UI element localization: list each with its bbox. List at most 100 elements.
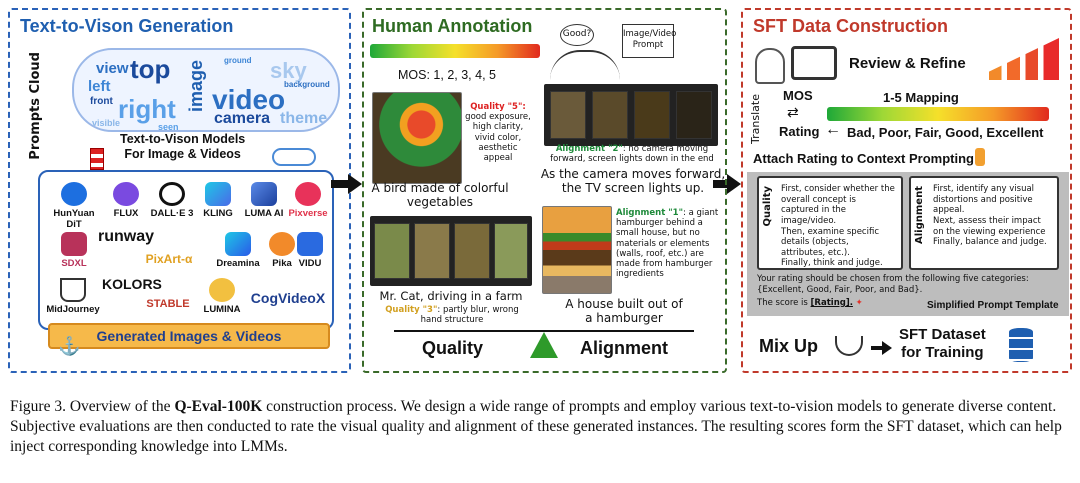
model-logo: KLING: [190, 182, 246, 219]
cloud-word: sky: [270, 58, 307, 83]
rating-label: Rating: [779, 124, 820, 139]
rating-color-bar: [827, 107, 1049, 121]
book-icon: [791, 46, 837, 80]
arrow-shaft: [713, 180, 729, 188]
scale-fulcrum-icon: [530, 332, 558, 358]
database-icon: [1009, 328, 1033, 362]
mapping-label: 1-5 Mapping: [883, 90, 959, 105]
alignment-step: Next, assess their impact on the viewing…: [933, 215, 1046, 237]
translate-label: Translate: [749, 94, 762, 144]
model-logo: Pika: [254, 232, 310, 269]
scale-label-quality: Quality: [422, 338, 484, 358]
lighthouse-icon: [90, 148, 104, 170]
arrow-shaft: [331, 180, 349, 188]
model-logo: Pixverse: [280, 182, 336, 219]
model-logo: LUMA AI: [236, 182, 292, 219]
cloud-word: video: [212, 84, 286, 115]
arrow-left-icon: ←: [825, 121, 841, 138]
cloud-word: top: [130, 54, 171, 84]
panel-text-to-vision: Text-to-Vison Generation Prompts Cloud v…: [8, 8, 351, 373]
cloud-word: ground: [224, 56, 252, 65]
alignment-1-note: Alignment "1": a giant hamburger behind …: [616, 208, 719, 280]
attach-label: Attach Rating to Context Prompting: [753, 151, 974, 166]
cloud-word: right: [118, 94, 176, 124]
quality-3-note: Quality "3": partly blur, wrong hand str…: [385, 305, 519, 326]
prompt-word-cloud: view top left right image video camera t…: [72, 48, 340, 132]
cat-video-filmstrip: [370, 216, 532, 286]
score-line: The score is [Rating]. ✦: [757, 298, 863, 308]
cloud-word: camera: [214, 110, 271, 127]
quality-step: Then, examine specific details (objects,…: [781, 226, 879, 258]
arrow-shaft: [871, 346, 883, 350]
mos-scale: MOS: 1, 2, 3, 4, 5: [398, 68, 496, 82]
prompt-sign: Image/Video Prompt: [622, 24, 676, 58]
cloud-word: image: [186, 60, 206, 113]
model-logo: runway: [98, 228, 155, 245]
cloud-word: theme: [280, 110, 328, 127]
bar-growth-icon: [989, 38, 1059, 80]
levels-label: Bad, Poor, Fair, Good, Excellent: [847, 125, 1044, 140]
alignment-2-note: Alignment "2": no camera moving forward,…: [550, 144, 714, 165]
model-logo: CogVideoX: [250, 290, 326, 306]
model-logo: HunYuan DiT: [46, 182, 102, 230]
mixup-label: Mix Up: [759, 336, 819, 356]
panel-title: Text-to-Vison Generation: [20, 16, 234, 36]
cloud-word: visible: [92, 118, 121, 128]
template-label: Simplified Prompt Template: [927, 300, 1059, 311]
model-logo: KOLORS: [102, 276, 162, 292]
dataset-label: SFT Dataset for Training: [899, 326, 986, 361]
cat-caption: Mr. Cat, driving in a farm: [379, 289, 523, 303]
quality-card-label: Quality: [762, 186, 773, 227]
cloud-word: left: [88, 78, 111, 95]
quality-step: First, consider whether the overall conc…: [781, 184, 895, 226]
quality-prompt-card: Quality First, consider whether the over…: [757, 176, 903, 270]
quality-step: Finally, think and judge.: [781, 258, 883, 269]
bird-image: [372, 92, 462, 184]
cloud-word: background: [284, 80, 330, 89]
person-icon: [755, 48, 785, 84]
models-ship: HunYuan DiT FLUX DALL·E 3 KLING LUMA AI …: [38, 170, 334, 330]
figure-caption: Figure 3. Overview of the Q-Eval-100K co…: [10, 398, 1062, 455]
tv-video-filmstrip: [544, 84, 718, 146]
panel-title: SFT Data Construction: [753, 16, 949, 36]
model-logo: FLUX: [98, 182, 154, 219]
cloud-word: view: [96, 60, 129, 77]
model-logo: Dreamina: [210, 232, 266, 269]
bird-caption: A bird made of colorful vegetables: [371, 181, 509, 209]
panel-title: Human Annotation: [372, 16, 533, 36]
cloud-word: front: [90, 96, 113, 107]
rating-instruction: Your rating should be chosen from the fo…: [757, 274, 1029, 295]
scale-label-alignment: Alignment: [580, 338, 668, 358]
cloud-icon: [272, 148, 316, 166]
arrow-right-icon: [727, 174, 741, 194]
model-logo: MidJourney: [42, 278, 104, 315]
scale-beam: [394, 330, 694, 332]
anchor-icon: ⚓: [58, 336, 81, 356]
model-logo: PixArt-α: [145, 252, 193, 266]
cloud-word: seen: [158, 122, 179, 132]
cloud-label: Prompts Cloud: [28, 52, 43, 160]
sparkle-icon: ✦: [855, 298, 863, 308]
model-logo: STABLE: [146, 298, 190, 310]
annotator-sketch-icon: [550, 50, 620, 86]
speech-bubble: Good?: [560, 24, 594, 46]
model-logo: VIDU: [290, 232, 330, 269]
house-caption: A house built out of a hamburger: [565, 297, 683, 325]
alignment-step: Finally, balance and judge.: [933, 237, 1047, 248]
models-label: Text-to-Vison Models For Image & Videos: [120, 132, 246, 161]
tv-caption: As the camera moves forward, the TV scre…: [540, 167, 726, 195]
arrow-right-icon: [882, 341, 892, 355]
alignment-step: First, identify any visual distortions a…: [933, 184, 1035, 216]
model-logo: LUMINA: [200, 278, 244, 315]
generated-banner: Generated Images & Videos: [48, 323, 330, 349]
panel-sft-data: SFT Data Construction Review & Refine Tr…: [741, 8, 1072, 373]
model-logo: SDXL: [46, 232, 102, 269]
alignment-prompt-card: Alignment First, identify any visual dis…: [909, 176, 1059, 270]
review-label: Review & Refine: [849, 55, 966, 72]
swap-icon: ⇄: [787, 104, 799, 120]
mos-label: MOS: [783, 88, 813, 103]
mixing-bowl-icon: [835, 336, 863, 356]
quality-5-note: Quality "5": good exposure, high clarity…: [465, 102, 531, 163]
alignment-card-label: Alignment: [914, 186, 925, 244]
mos-color-bar: [370, 44, 540, 58]
